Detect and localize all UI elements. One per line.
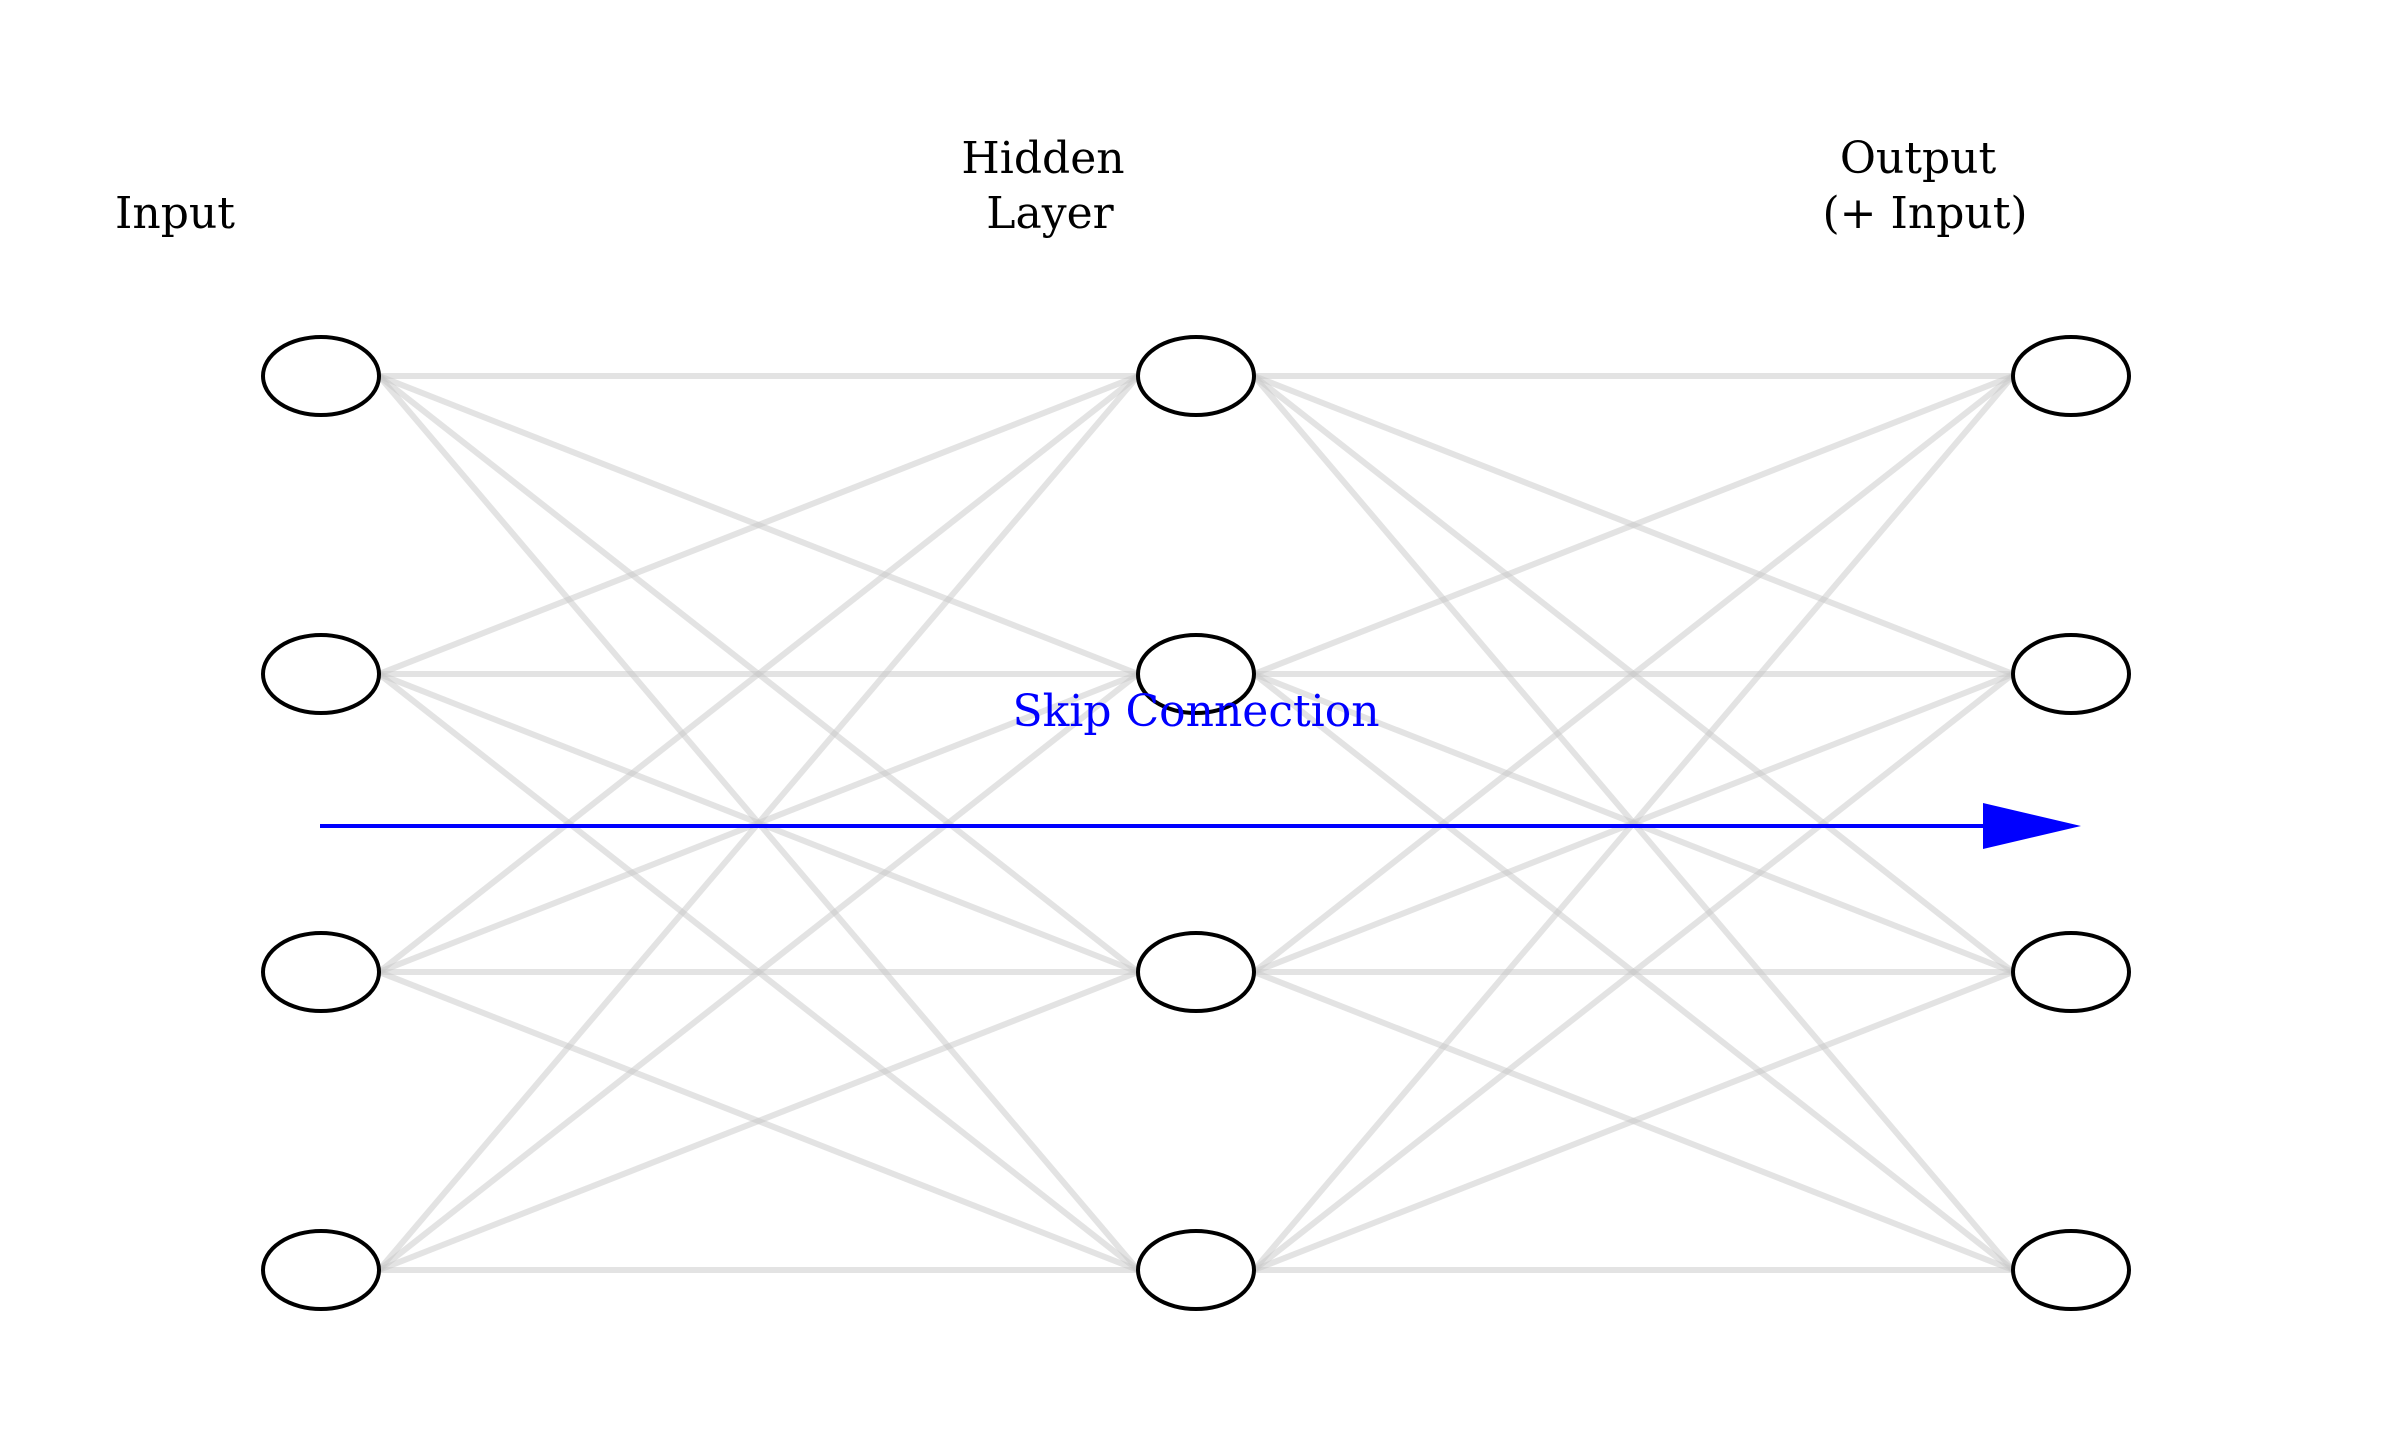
input-layer-label: Input	[115, 188, 235, 239]
input-neuron-2	[261, 633, 381, 715]
output-neuron-2	[2011, 633, 2131, 715]
input-neuron-3	[261, 931, 381, 1013]
edge-input-3-to-hidden-0	[376, 374, 1141, 1272]
input-neuron-4	[261, 1229, 381, 1311]
edge-hidden-1-to-output-0	[1252, 373, 2015, 677]
edge-input-2-to-hidden-0	[377, 373, 1140, 975]
hidden-neuron-2	[1136, 633, 1256, 715]
hidden-layer-label: Hidden Layer	[961, 133, 1138, 239]
edge-hidden-3-to-output-0	[1251, 374, 2016, 1272]
skip-connection-arrowhead	[1983, 803, 2081, 849]
edge-hidden-3-to-output-1	[1252, 671, 2015, 1273]
input-neuron-1	[261, 335, 381, 417]
layer-labels: Input Hidden Layer Output (+ Input)	[115, 133, 2028, 239]
skip-connection-label: Skip Connection	[1012, 686, 1379, 737]
skip-connection: Skip Connection	[320, 686, 2081, 849]
edge-input-3-to-hidden-1	[377, 671, 1140, 1273]
output-neuron-3	[2011, 931, 2131, 1013]
neuron-nodes	[261, 335, 2131, 1311]
edge-input-3-to-hidden-2	[377, 969, 1140, 1273]
hidden-neuron-1	[1136, 335, 1256, 417]
hidden-neuron-4	[1136, 1229, 1256, 1311]
connection-edges	[376, 373, 2016, 1273]
edge-hidden-2-to-output-0	[1252, 373, 2015, 975]
output-neuron-4	[2011, 1229, 2131, 1311]
output-layer-label: Output (+ Input)	[1822, 133, 2027, 239]
edge-input-1-to-hidden-0	[377, 373, 1140, 677]
hidden-neuron-3	[1136, 931, 1256, 1013]
output-neuron-1	[2011, 335, 2131, 417]
edge-hidden-3-to-output-2	[1252, 969, 2015, 1273]
